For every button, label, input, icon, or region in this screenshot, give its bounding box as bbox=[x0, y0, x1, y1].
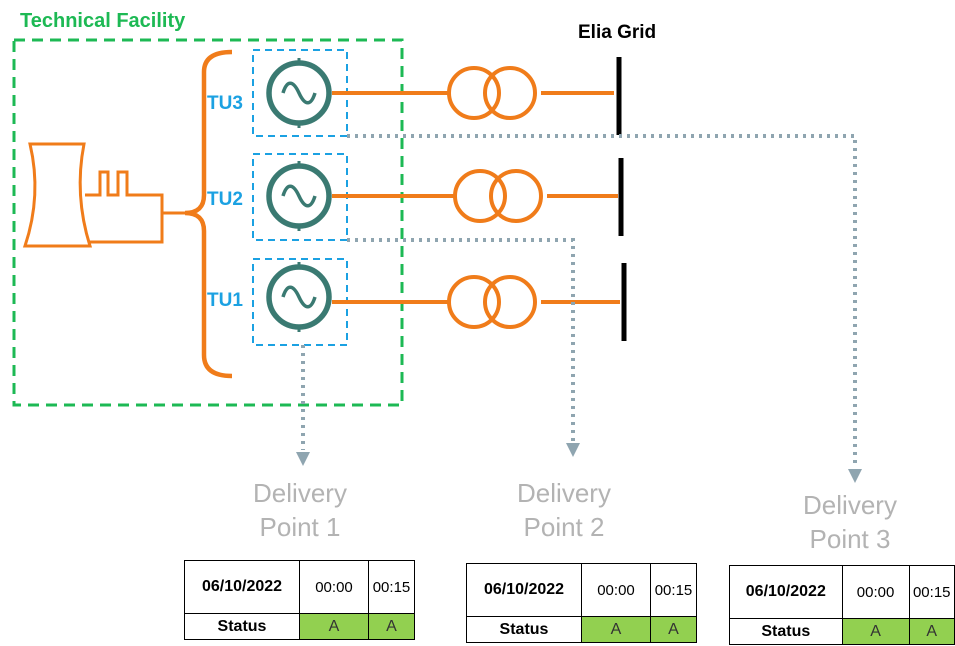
arrow-head-dp1 bbox=[296, 452, 310, 466]
measurement-link-dp2 bbox=[347, 238, 575, 441]
unit-label-tu3: TU3 bbox=[207, 93, 243, 114]
dp3-status-2: A bbox=[908, 618, 955, 645]
generator-icon-tu2 bbox=[266, 161, 332, 231]
unit-bracket bbox=[184, 49, 233, 379]
elia-grid-title: Elia Grid bbox=[578, 22, 656, 43]
delivery-point-2-label: Delivery bbox=[517, 478, 611, 508]
dp2-status-2: A bbox=[650, 616, 697, 643]
delivery-point-3-label-line2: Point 3 bbox=[810, 524, 891, 554]
transformer-icon-tu2 bbox=[453, 169, 543, 223]
power-plant-icon bbox=[22, 142, 164, 248]
delivery-point-2-label-line2: Point 2 bbox=[524, 512, 605, 542]
delivery-point-2-table: 06/10/2022 00:00 00:15 Status A A bbox=[466, 563, 697, 643]
dp1-status-1: A bbox=[299, 613, 369, 640]
transformer-icon-tu1 bbox=[447, 275, 537, 329]
dp3-status-1: A bbox=[841, 618, 910, 645]
technical-facility-boundary bbox=[12, 38, 404, 407]
dp3-time-2: 00:15 bbox=[908, 565, 955, 619]
dp1-status-2: A bbox=[368, 613, 415, 640]
unit-label-tu1: TU1 bbox=[207, 290, 243, 311]
dp2-time-1: 00:00 bbox=[581, 563, 651, 617]
delivery-point-1-table: 06/10/2022 00:00 00:15 Status A A bbox=[184, 560, 415, 640]
dp3-status-label: Status bbox=[729, 618, 843, 645]
arrow-head-dp3 bbox=[848, 469, 862, 483]
dp2-time-2: 00:15 bbox=[650, 563, 697, 617]
delivery-point-3-table: 06/10/2022 00:00 00:15 Status A A bbox=[729, 565, 955, 645]
dp2-status-label: Status bbox=[466, 616, 582, 643]
delivery-point-1-label-line2: Point 1 bbox=[260, 512, 341, 542]
generator-icon-tu3 bbox=[266, 58, 332, 128]
unit-label-tu2: TU2 bbox=[207, 189, 243, 210]
dp3-date: 06/10/2022 bbox=[729, 565, 843, 619]
measurement-link-dp3 bbox=[347, 134, 857, 467]
dp1-time-2: 00:15 bbox=[368, 560, 415, 614]
transformer-icon-tu3 bbox=[447, 66, 537, 120]
generator-icon-tu1 bbox=[266, 262, 332, 332]
dp1-date: 06/10/2022 bbox=[184, 560, 300, 614]
delivery-point-1-label: Delivery bbox=[253, 478, 347, 508]
dp2-date: 06/10/2022 bbox=[466, 563, 582, 617]
technical-facility-title: Technical Facility bbox=[20, 10, 186, 32]
delivery-point-3-clip: 06/10/2022 00:00 00:15 Status A A bbox=[729, 565, 955, 646]
arrow-head-dp2 bbox=[566, 443, 580, 457]
dp1-status-label: Status bbox=[184, 613, 300, 640]
dp1-time-1: 00:00 bbox=[299, 560, 369, 614]
dp2-status-1: A bbox=[581, 616, 651, 643]
dp3-time-1: 00:00 bbox=[841, 565, 910, 619]
delivery-point-3-label: Delivery bbox=[803, 490, 897, 520]
